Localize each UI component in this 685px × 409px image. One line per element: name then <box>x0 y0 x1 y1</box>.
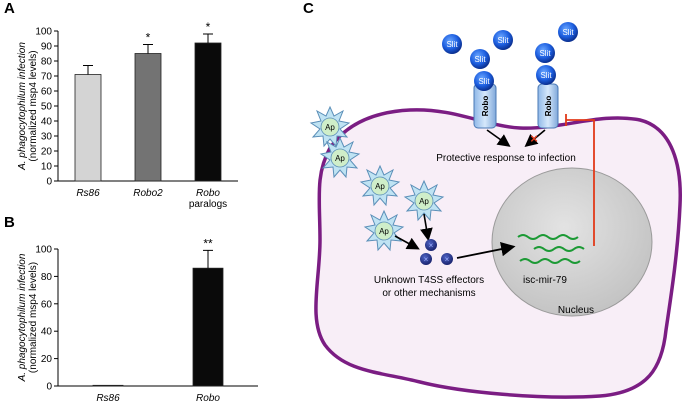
svg-text:×: × <box>429 241 434 250</box>
ap-bacterium: Ap <box>403 179 445 222</box>
svg-text:Slit: Slit <box>474 55 486 64</box>
effectors-label-line1: Unknown T4SS effectors <box>374 275 484 286</box>
y-tick-label: 60 <box>41 87 53 98</box>
svg-text:Slit: Slit <box>446 40 458 49</box>
bar <box>74 74 102 182</box>
ap-bacterium: Ap <box>319 136 361 179</box>
mirna-label: isc-mir-79 <box>523 275 567 286</box>
y-tick-label: 10 <box>41 162 53 173</box>
bar <box>92 384 124 387</box>
y-axis-label-line2: (normalized msp4 levels) <box>28 50 39 161</box>
mirna-strands <box>517 234 585 264</box>
y-tick-label: 40 <box>41 327 53 338</box>
y-tick-label: 50 <box>41 102 53 113</box>
ap-bacterium: Ap <box>359 164 401 207</box>
svg-text:Slit: Slit <box>478 77 490 86</box>
y-tick-label: 40 <box>41 117 53 128</box>
y-axis-label-line2: (normalized msp4 levels) <box>28 262 39 373</box>
robo-arrow <box>524 129 546 148</box>
svg-text:×: × <box>445 255 450 264</box>
y-axis-label-line1: A. phagocytophilum infection <box>17 42 28 171</box>
nucleus-label: Nucleus <box>558 305 594 316</box>
blocked-mark: × <box>530 131 538 146</box>
panel-a-label: A <box>4 0 15 17</box>
infection-diagram: Nucleus Robo Robo Slit Slit Slit Slit Sl… <box>309 22 682 399</box>
x-tick-label: Rs86 <box>76 188 100 199</box>
x-tick-label: Robo <box>196 393 220 404</box>
svg-text:Slit: Slit <box>540 71 552 80</box>
y-tick-label: 90 <box>41 42 53 53</box>
significance-mark: ** <box>203 236 213 250</box>
y-tick-label: 100 <box>35 27 52 38</box>
slit-ligand: Slit <box>535 43 555 63</box>
slit-ligand: Slit <box>442 34 462 54</box>
bar <box>194 42 222 182</box>
x-tick-label: Rs86 <box>96 393 120 404</box>
ap-bacterium: Ap <box>363 209 405 252</box>
effectors-label-line2: or other mechanisms <box>382 288 475 299</box>
svg-text:Ap: Ap <box>379 227 389 236</box>
ap-arrow <box>394 235 420 250</box>
chart-b: 0 20 40 60 80 100 A. phagocytophilum infection… <box>17 236 258 404</box>
ap-bacterium: Ap <box>309 105 351 148</box>
svg-text:Ap: Ap <box>419 197 429 206</box>
nucleus <box>491 167 653 317</box>
panel-b-label: B <box>4 214 15 231</box>
slit-ligand: Slit <box>474 71 494 91</box>
slit-ligand: Slit <box>493 30 513 50</box>
chart-a: 0 10 20 30 40 50 60 70 80 90 100 A. phagocytophilum… <box>17 20 238 210</box>
slit-ligand: Slit <box>558 22 578 42</box>
y-tick-label: 0 <box>46 177 52 188</box>
svg-text:×: × <box>424 255 429 264</box>
y-tick-label: 80 <box>41 57 53 68</box>
t4ss-effector: × <box>441 253 453 265</box>
slit-ligand: Slit <box>536 65 556 85</box>
svg-text:Ap: Ap <box>325 123 335 132</box>
protective-response-label: Protective response to infection <box>436 153 576 164</box>
robo-label-left: Robo <box>481 96 490 117</box>
y-tick-label: 80 <box>41 272 53 283</box>
robo-receptor-left: Robo <box>473 83 497 129</box>
robo-receptor-right: Robo <box>537 83 559 129</box>
t4ss-effector: × <box>425 239 437 251</box>
t4ss-effector: × <box>420 253 432 265</box>
svg-text:Ap: Ap <box>335 154 345 163</box>
y-axis-label-line1: A. phagocytophilum infection <box>17 253 28 382</box>
slit-ligand: Slit <box>470 49 490 69</box>
svg-text:Slit: Slit <box>497 36 509 45</box>
panel-c-label: C <box>303 0 314 17</box>
y-tick-label: 0 <box>46 382 52 393</box>
y-tick-label: 20 <box>41 354 53 365</box>
significance-mark: * <box>206 20 211 34</box>
robo-arrow <box>486 129 511 147</box>
svg-text:Ap: Ap <box>375 182 385 191</box>
svg-text:Slit: Slit <box>539 49 551 58</box>
svg-text:Slit: Slit <box>562 28 574 37</box>
y-tick-label: 60 <box>41 299 53 310</box>
x-tick-label: Robo2 <box>133 188 163 199</box>
y-tick-label: 30 <box>41 132 53 143</box>
robo-label-right: Robo <box>544 96 553 117</box>
effector-arrow <box>456 242 516 259</box>
y-tick-label: 70 <box>41 72 53 83</box>
significance-mark: * <box>146 31 151 45</box>
y-tick-label: 100 <box>35 245 52 256</box>
ap-arrow <box>420 213 433 242</box>
inhibition-line <box>565 114 595 246</box>
y-tick-label: 20 <box>41 147 53 158</box>
bar <box>192 267 224 387</box>
bar <box>134 53 162 182</box>
